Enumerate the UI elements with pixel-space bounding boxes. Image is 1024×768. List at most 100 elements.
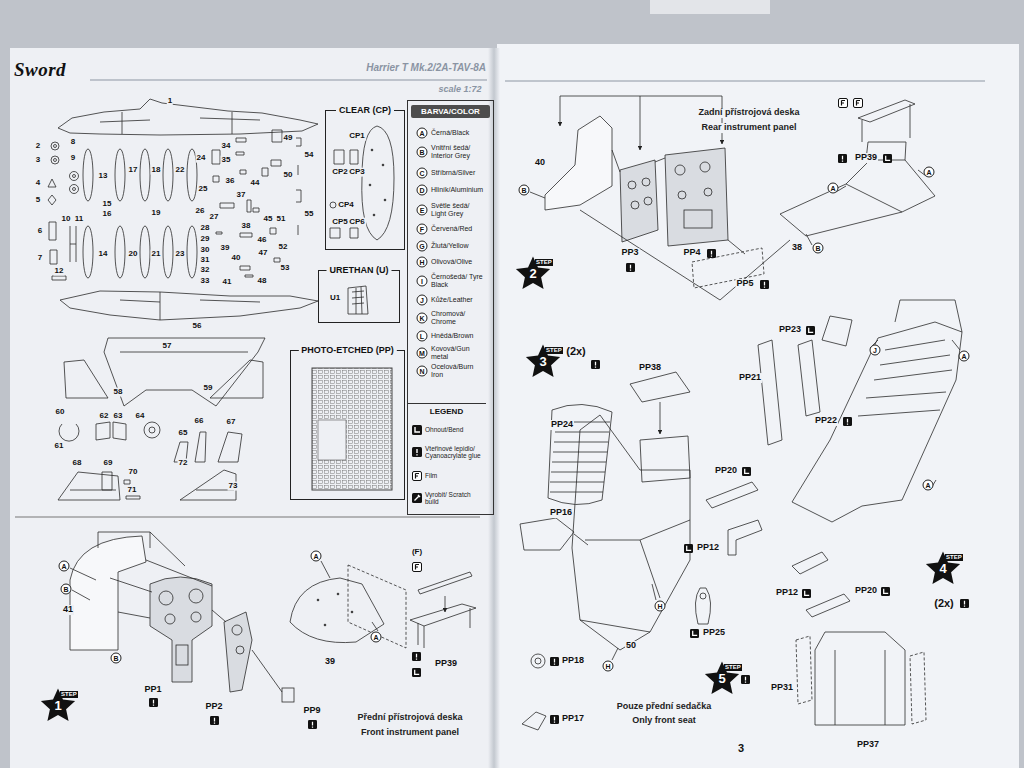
step-caption: Pouze přední sedačka (616, 702, 713, 712)
front-panel-assembly (348, 565, 406, 648)
part-callout: PP1 (143, 685, 162, 695)
color-callout: K (417, 313, 428, 324)
part-number: 27 (209, 213, 220, 222)
color-callout: B (813, 243, 824, 254)
part-callout: PP21 (738, 373, 762, 383)
seat-assembly (612, 584, 656, 660)
clear-parts (384, 199, 386, 201)
color-callout: C (417, 168, 428, 179)
part-number: 41 (222, 278, 233, 287)
part-number: 57 (162, 342, 173, 351)
part-number: 65 (178, 429, 189, 438)
sheet-title: Harrier T Mk.2/2A-TAV-8A (366, 62, 486, 73)
front-panel-assembly (159, 591, 173, 605)
part-number: 71 (127, 486, 138, 495)
glue-icons (413, 563, 422, 572)
part-number: 31 (200, 256, 211, 265)
glue-icons (838, 154, 847, 163)
step-caption: Zadní přístrojová deska (697, 108, 800, 118)
step-caption: Přední přístrojová deska (356, 713, 463, 723)
sprue-parts (60, 291, 318, 320)
glue-icons (806, 326, 815, 335)
part-number: 55 (304, 210, 315, 219)
part-number: 68 (72, 459, 83, 468)
rear-panel-assembly (675, 165, 685, 175)
glue-icons (591, 360, 600, 369)
step-tag: STEP (60, 691, 78, 698)
part-callout: PP9 (302, 706, 321, 716)
sprue-parts (140, 149, 150, 201)
rear-panel-assembly (545, 116, 612, 210)
color-callout: I (417, 276, 428, 287)
color-callout: H (603, 661, 614, 672)
front-panel-assembly (317, 599, 319, 601)
color-callout: M (417, 348, 428, 359)
legend-symbols (412, 447, 422, 457)
part-number: CP4 (337, 201, 355, 210)
front-panel-assembly (410, 604, 476, 648)
sprue-parts (70, 185, 79, 194)
part-callout: PP2 (204, 702, 223, 712)
panel-heading: CLEAR (CP) (336, 104, 394, 116)
part-callout: PP38 (638, 363, 662, 373)
part-number: 48 (257, 277, 268, 286)
glue-icons (550, 715, 559, 724)
front-panel-assembly (150, 577, 212, 682)
legend-entry: Světle šedá/ Light Grey (431, 202, 486, 217)
color-callout: E (417, 205, 428, 216)
part-number: 51 (276, 215, 287, 224)
legend-entry: Kovová/Gun metal (431, 345, 486, 360)
front-panel-assembly (236, 646, 244, 654)
parts-group-box: PHOTO-ETCHED (PP) (290, 350, 405, 500)
step-star: STEP2 (515, 256, 551, 292)
part-number: 3 (35, 156, 41, 165)
seat-assembly (796, 636, 926, 724)
photo-etched-fret (312, 368, 392, 490)
color-callout: G (417, 241, 428, 252)
glue-icons (707, 249, 716, 258)
front-panel-assembly (445, 596, 446, 612)
glue-icons (684, 544, 693, 553)
legend-entry: Kůže/Leather (431, 296, 486, 304)
part-number: 40 (231, 254, 242, 263)
part-number: 52 (278, 243, 289, 252)
sprue-parts (51, 142, 59, 150)
part-number: 53 (280, 264, 291, 273)
sprue-parts (115, 226, 125, 278)
seat-assembly (520, 518, 588, 550)
legend-entry: Červená/Red (431, 225, 486, 233)
rear-panel-assembly (644, 197, 652, 205)
glue-icons (550, 657, 559, 666)
urethan-seat (348, 286, 368, 314)
seat-assembly (580, 520, 690, 632)
glue-icons (308, 720, 317, 729)
front-panel-assembly (224, 612, 252, 692)
glue-icons (839, 99, 848, 108)
rear-panel-assembly (684, 210, 712, 228)
part-number: 11 (74, 215, 84, 224)
part-callout: PP4 (682, 248, 701, 258)
header-rule (15, 80, 985, 517)
step-caption: Rear instrument panel (700, 123, 797, 133)
part-number: 39 (220, 244, 231, 253)
glue-icons (412, 668, 421, 677)
part-number: CP3 (348, 168, 366, 177)
rear-panel-assembly (631, 201, 639, 209)
glue-icons (854, 99, 863, 108)
clear-parts (382, 164, 384, 166)
glue-icons (802, 589, 811, 598)
color-callout: J (417, 295, 428, 306)
part-number: 70 (128, 468, 139, 477)
step-tag: STEP (535, 259, 553, 266)
part-callout: 41 (62, 605, 74, 615)
seat-assembly (550, 422, 610, 492)
seat-assembly (630, 372, 690, 402)
part-callout: 39 (324, 657, 336, 667)
legend-entry: Chromová/ Chrome (431, 310, 486, 325)
page-ground (488, 48, 500, 768)
seat-assembly (531, 654, 545, 668)
part-number: 47 (258, 249, 269, 258)
photo-etched-fret (312, 368, 392, 490)
front-panel-assembly (98, 532, 150, 548)
